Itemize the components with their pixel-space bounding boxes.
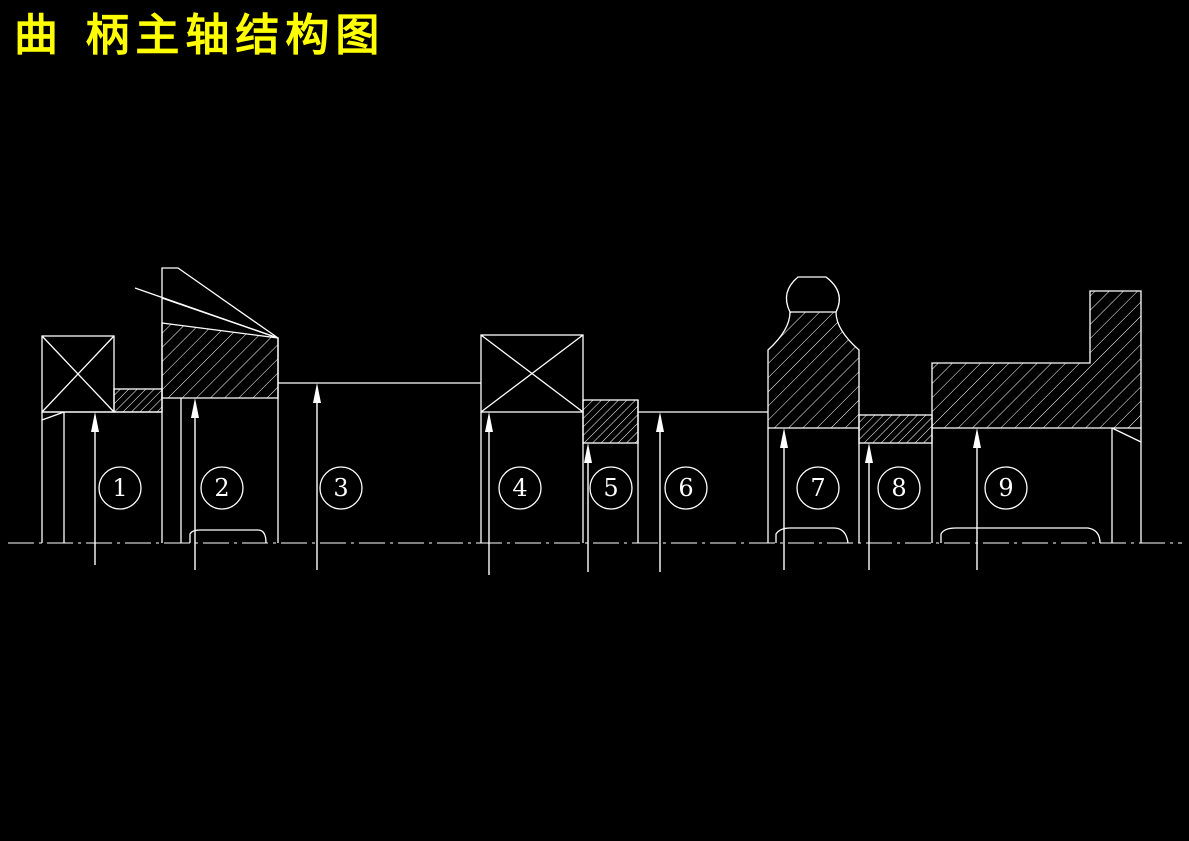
arrow-2 xyxy=(191,398,199,570)
section-label-8: 8 xyxy=(877,466,921,510)
section-4-bearing xyxy=(480,334,584,543)
arrow-8 xyxy=(865,443,873,570)
section-label-5: 5 xyxy=(589,466,633,510)
section-label-7: 7 xyxy=(796,466,840,510)
svg-text:6: 6 xyxy=(678,474,693,502)
arrow-1 xyxy=(91,412,99,565)
svg-text:2: 2 xyxy=(214,474,229,502)
svg-text:3: 3 xyxy=(333,474,348,502)
section-5-collar xyxy=(582,399,639,543)
section-8-spacer xyxy=(858,414,933,543)
section-label-1: 1 xyxy=(98,466,142,510)
arrow-7 xyxy=(780,428,788,570)
arrow-5 xyxy=(584,443,592,572)
section-label-3: 3 xyxy=(319,466,363,510)
section-2-bevel-gear xyxy=(134,267,279,544)
drawing-title: 曲 柄主轴结构图 xyxy=(14,10,386,61)
arrow-4 xyxy=(485,412,493,575)
arrow-3 xyxy=(313,383,321,570)
section-label-2: 2 xyxy=(200,466,244,510)
section-label-6: 6 xyxy=(664,466,708,510)
section-9-crank xyxy=(931,290,1142,544)
section-1-bearing xyxy=(41,335,163,543)
svg-text:9: 9 xyxy=(998,474,1013,502)
svg-text:5: 5 xyxy=(603,474,618,502)
section-label-4: 4 xyxy=(498,466,542,510)
svg-text:4: 4 xyxy=(512,474,527,502)
section-7-gear xyxy=(767,276,860,544)
svg-text:1: 1 xyxy=(112,474,127,502)
svg-text:7: 7 xyxy=(810,474,825,502)
section-label-9: 9 xyxy=(984,466,1028,510)
arrow-9 xyxy=(973,428,981,570)
arrow-6 xyxy=(656,412,664,572)
svg-text:8: 8 xyxy=(891,474,906,502)
